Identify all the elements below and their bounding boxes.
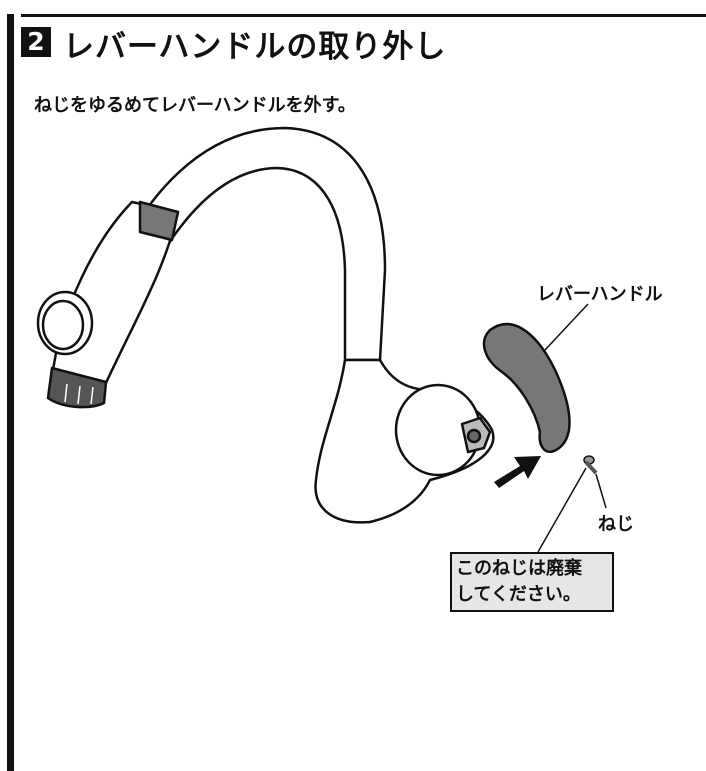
notice-line-1: このねじは廃棄	[456, 558, 582, 579]
faucet-body	[314, 358, 495, 524]
faucet-spout	[93, 126, 387, 362]
notice-leader-line	[537, 467, 587, 553]
screw-label: ねじ	[598, 514, 634, 535]
notice-line-2: してください。	[456, 584, 581, 605]
lever-handle-label: レバーハンドル	[537, 284, 663, 305]
direction-arrow	[494, 456, 541, 488]
screw-leader-line	[595, 473, 607, 509]
spray-head	[36, 200, 180, 409]
disposal-notice-box: このねじは廃棄 してください。	[450, 552, 614, 612]
step-title: レバーハンドルの取り外し	[63, 29, 447, 65]
left-margin-bar	[7, 14, 14, 771]
lever-handle	[482, 323, 571, 453]
screw	[583, 455, 598, 475]
lever-leader-line	[544, 303, 589, 351]
step-number-badge: 2	[21, 27, 51, 57]
instruction-text: ねじをゆるめてレバーハンドルを外す。	[34, 95, 356, 116]
top-rule	[21, 14, 706, 17]
